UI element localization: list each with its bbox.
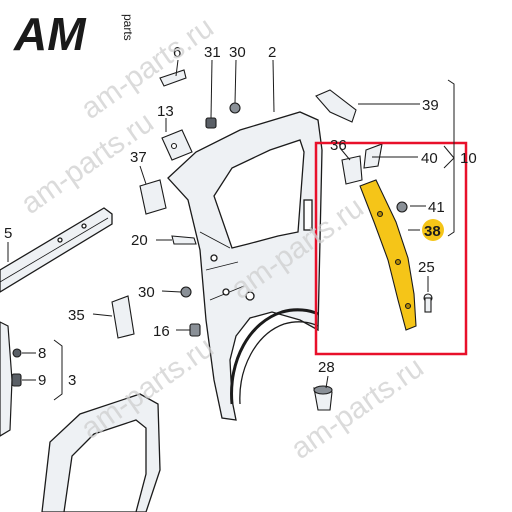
plug-9 xyxy=(11,373,22,387)
callout-31: 31 xyxy=(204,44,221,61)
door-frame-part xyxy=(41,393,161,512)
callout-9: 9 xyxy=(38,372,46,389)
callout-37: 37 xyxy=(130,149,147,166)
bracket-13 xyxy=(161,129,193,161)
sill-part xyxy=(0,207,113,293)
bracket-39 xyxy=(315,89,357,123)
plate-40 xyxy=(363,143,383,169)
callout-8: 8 xyxy=(38,345,46,362)
highlight-frame xyxy=(314,141,468,356)
nut-30a xyxy=(229,102,241,114)
bracket-35 xyxy=(111,295,135,339)
callout-30-mid: 30 xyxy=(138,284,155,301)
side-panel-part xyxy=(167,111,323,421)
callout-35: 35 xyxy=(68,307,85,324)
callout-3: 3 xyxy=(68,372,76,389)
bolt-31 xyxy=(205,117,217,129)
callout-5: 5 xyxy=(4,225,12,242)
callout-16: 16 xyxy=(153,323,170,340)
reinforcement-part-38 xyxy=(359,179,417,331)
plug-8 xyxy=(12,348,22,358)
logo-sub: parts xyxy=(121,14,135,41)
callout-38: 38 xyxy=(424,223,441,240)
callout-40: 40 xyxy=(421,150,438,167)
bolt-25 xyxy=(423,293,433,313)
callout-6: 6 xyxy=(173,44,181,61)
callout-38-highlight xyxy=(422,219,444,241)
nut-41 xyxy=(396,201,408,213)
nut-30b xyxy=(180,286,192,298)
bracket-36 xyxy=(341,155,363,185)
callout-28: 28 xyxy=(318,359,335,376)
callout-10: 10 xyxy=(460,150,477,167)
logo-main: AM xyxy=(13,8,87,60)
callout-30-top: 30 xyxy=(229,44,246,61)
watermark-5: am-parts.ru xyxy=(75,11,220,126)
callout-13: 13 xyxy=(157,103,174,120)
leader-lines xyxy=(7,59,455,401)
callout-39: 39 xyxy=(422,97,439,114)
plug-28 xyxy=(313,385,333,411)
pin-20 xyxy=(171,235,197,245)
bracket-37 xyxy=(139,179,167,215)
callout-25: 25 xyxy=(418,259,435,276)
callout-2: 2 xyxy=(268,44,276,61)
callout-20: 20 xyxy=(131,232,148,249)
callout-numbers: 6 31 30 2 13 37 39 36 40 10 41 38 25 5 2… xyxy=(4,44,477,389)
callout-41: 41 xyxy=(428,199,445,216)
watermark-4: am-parts.ru xyxy=(285,351,430,466)
am-parts-logo: AM parts xyxy=(13,8,135,60)
pillar-fragment xyxy=(0,321,13,437)
callout-36: 36 xyxy=(330,137,347,154)
